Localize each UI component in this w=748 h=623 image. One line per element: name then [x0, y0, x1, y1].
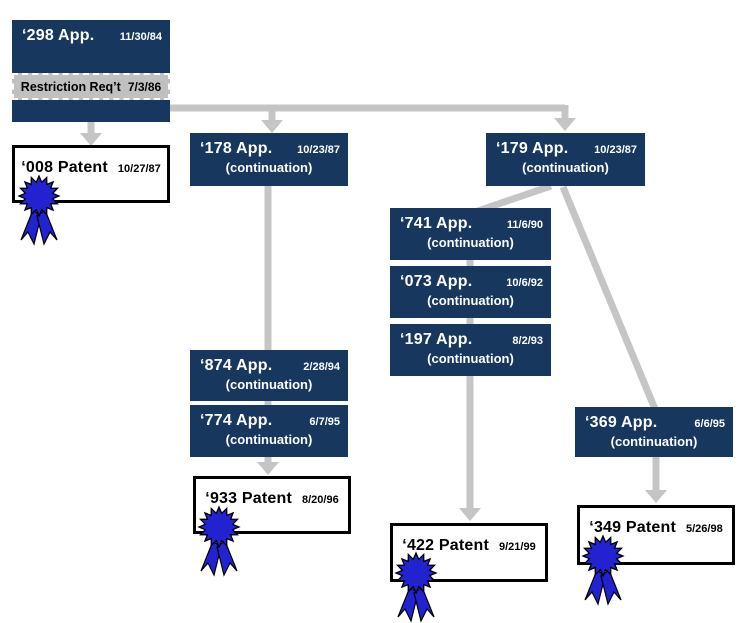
node-008-patent: ‘008 Patent 10/27/87 — [12, 145, 170, 203]
node-date: 5/26/98 — [685, 523, 723, 535]
restriction-date: 7/3/86 — [127, 79, 162, 94]
node-label: ‘197 App. — [400, 331, 473, 348]
award-ribbon-icon — [17, 174, 61, 246]
node-date: 6/6/95 — [694, 418, 725, 430]
node-741-header: ‘741 App. 11/6/90 — [390, 208, 551, 233]
node-label: ‘178 App. — [200, 140, 273, 157]
node-label: ‘774 App. — [200, 412, 273, 429]
continuation-label: (continuation) — [427, 293, 514, 308]
node-date: 8/20/96 — [301, 494, 339, 506]
award-ribbon-icon — [581, 534, 625, 606]
continuation-label: (continuation) — [225, 432, 313, 447]
node-label: ‘179 App. — [496, 140, 569, 157]
node-741-app: ‘741 App. 11/6/90 (continuation) — [390, 208, 551, 260]
node-178-header: ‘178 App. 10/23/87 — [190, 133, 348, 158]
node-933-patent: ‘933 Patent 8/20/96 — [193, 476, 351, 534]
node-298-app: ‘298 App. 11/30/84 Restriction Req’t 7/3… — [12, 20, 170, 122]
node-date: 10/27/87 — [117, 163, 161, 175]
arrowhead-179 — [554, 118, 576, 131]
node-197-app: ‘197 App. 8/2/93 (continuation) — [390, 324, 551, 376]
node-label: ‘349 Patent — [589, 519, 676, 536]
line-179-to-369 — [559, 185, 659, 411]
node-label: ‘422 Patent — [402, 537, 489, 554]
node-874-app: ‘874 App. 2/28/94 (continuation) — [190, 350, 348, 401]
node-date: 9/21/99 — [498, 541, 536, 553]
node-date: 10/23/87 — [297, 144, 340, 156]
continuation-label: (continuation) — [427, 235, 514, 250]
node-349-header: ‘349 Patent 5/26/98 — [580, 508, 732, 537]
node-774-app: ‘774 App. 6/7/95 (continuation) — [190, 405, 348, 457]
node-179-header: ‘179 App. 10/23/87 — [486, 133, 645, 158]
arrowhead-349 — [645, 490, 667, 503]
node-label: ‘874 App. — [200, 357, 273, 374]
node-197-header: ‘197 App. 8/2/93 — [390, 324, 551, 349]
node-date: 6/7/95 — [309, 416, 340, 428]
arrowhead-422 — [459, 508, 481, 521]
award-ribbon-icon — [197, 505, 241, 577]
arrowhead-178 — [261, 120, 283, 133]
node-date: 10/23/87 — [594, 144, 637, 156]
node-date: 2/28/94 — [303, 361, 340, 373]
continuation-label: (continuation) — [225, 160, 313, 175]
node-label: ‘369 App. — [585, 414, 658, 431]
continuation-label: (continuation) — [427, 351, 514, 366]
node-298-header: ‘298 App. 11/30/84 — [12, 20, 170, 45]
node-label: ‘298 App. — [22, 27, 95, 44]
continuation-label: (continuation) — [610, 434, 698, 449]
node-774-header: ‘774 App. 6/7/95 — [190, 405, 348, 430]
node-label: ‘933 Patent — [205, 490, 292, 507]
node-369-header: ‘369 App. 6/6/95 — [575, 407, 733, 432]
node-178-app: ‘178 App. 10/23/87 (continuation) — [190, 133, 348, 186]
node-874-header: ‘874 App. 2/28/94 — [190, 350, 348, 375]
node-369-app: ‘369 App. 6/6/95 (continuation) — [575, 407, 733, 457]
continuation-label: (continuation) — [522, 160, 609, 175]
restriction-requirement-strip: Restriction Req’t 7/3/86 — [12, 73, 170, 100]
node-933-header: ‘933 Patent 8/20/96 — [196, 479, 348, 508]
node-date: 10/6/92 — [506, 277, 543, 289]
node-073-app: ‘073 App. 10/6/92 (continuation) — [390, 266, 551, 318]
restriction-label: Restriction Req’t — [20, 79, 121, 94]
continuation-label: (continuation) — [225, 377, 313, 392]
node-label: ‘008 Patent — [21, 159, 108, 176]
node-422-header: ‘422 Patent 9/21/99 — [393, 526, 545, 555]
node-008-header: ‘008 Patent 10/27/87 — [15, 148, 167, 177]
node-073-header: ‘073 App. 10/6/92 — [390, 266, 551, 291]
arrowhead-008 — [80, 133, 102, 146]
node-date: 11/6/90 — [506, 219, 543, 231]
node-date: 8/2/93 — [512, 335, 543, 347]
node-label: ‘073 App. — [400, 273, 473, 290]
node-date: 11/30/84 — [119, 31, 162, 43]
node-label: ‘741 App. — [400, 215, 473, 232]
award-ribbon-icon — [394, 551, 438, 623]
node-179-app: ‘179 App. 10/23/87 (continuation) — [486, 133, 645, 186]
arrowhead-933 — [257, 462, 279, 475]
